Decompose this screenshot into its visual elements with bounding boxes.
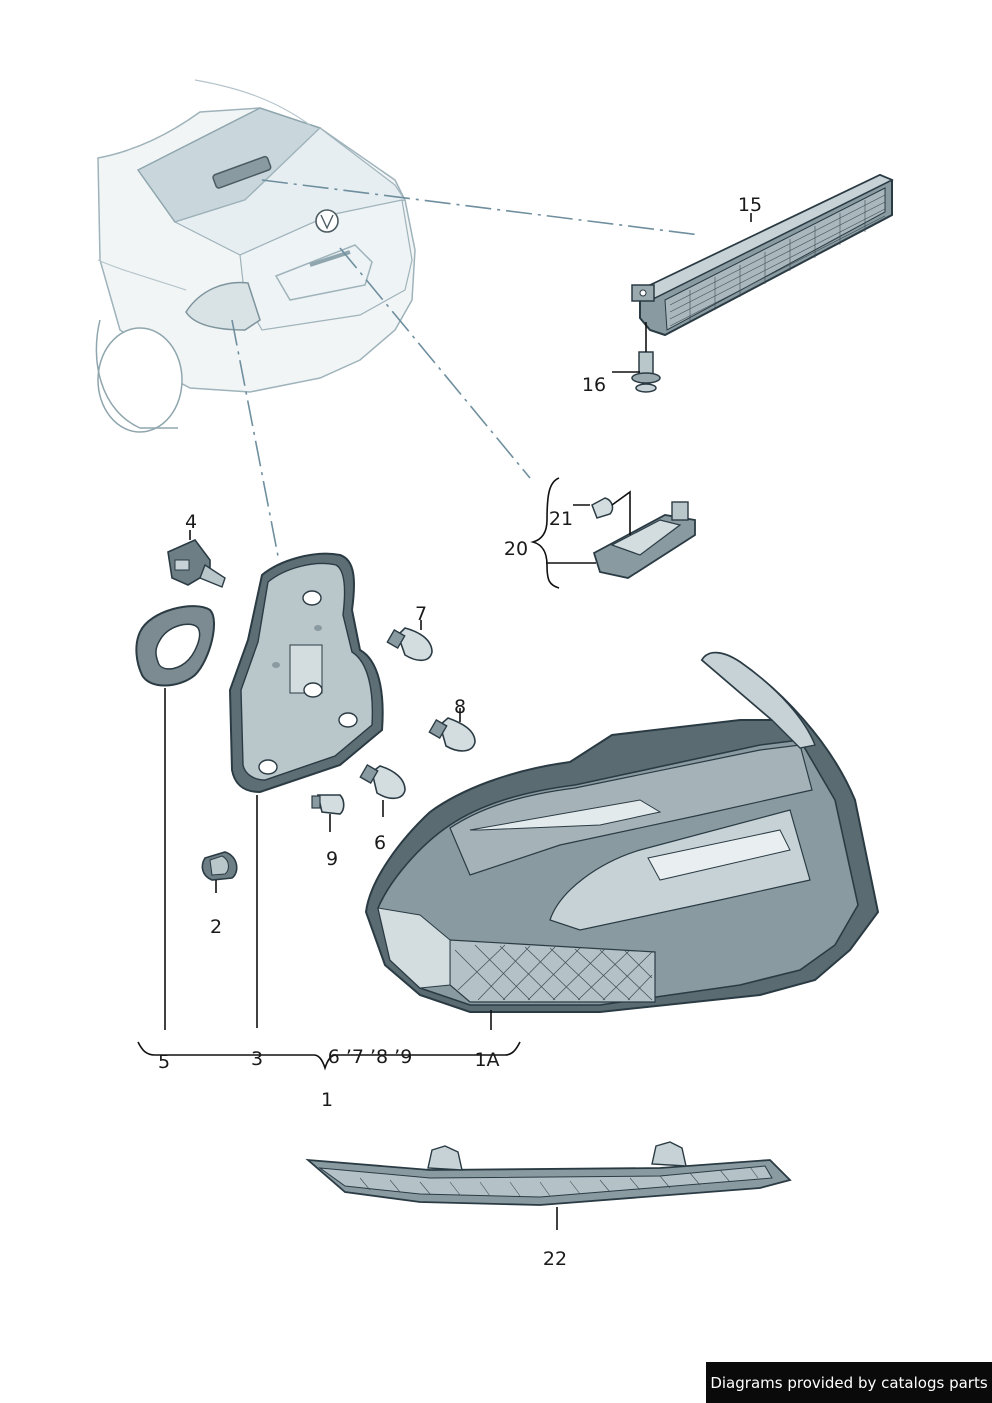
bulb-21 bbox=[591, 497, 614, 519]
label-15: 15 bbox=[738, 194, 762, 216]
reference-numbers: 15 16 4 21 20 7 8 6 9 2 5 3 6 ’7 ’8 ’9 1… bbox=[158, 194, 762, 1270]
license-plate-lamp-20 bbox=[592, 501, 696, 579]
label-22: 22 bbox=[543, 1248, 567, 1270]
tail-light-1A bbox=[364, 651, 880, 1013]
reflector-22 bbox=[305, 1141, 792, 1206]
bulb-6 bbox=[359, 763, 406, 800]
watermark-badge: Diagrams provided by catalogs parts bbox=[706, 1362, 992, 1403]
bulb-9 bbox=[311, 794, 345, 815]
label-20: 20 bbox=[504, 538, 528, 560]
label-4: 4 bbox=[185, 511, 197, 533]
bulb-carrier-3 bbox=[228, 552, 384, 794]
callout-lines bbox=[137, 213, 752, 1230]
clip-16 bbox=[631, 351, 661, 393]
label-1: 1 bbox=[321, 1089, 333, 1111]
label-5: 5 bbox=[158, 1051, 170, 1073]
label-16: 16 bbox=[582, 374, 606, 396]
label-2: 2 bbox=[210, 916, 222, 938]
label-6-7-8-9: 6 ’7 ’8 ’9 bbox=[328, 1046, 413, 1068]
bulb-socket-4 bbox=[167, 539, 226, 588]
plug-2 bbox=[201, 851, 238, 881]
bulb-8 bbox=[428, 717, 476, 752]
watermark-text: Diagrams provided by catalogs parts bbox=[710, 1373, 988, 1392]
leader-lines bbox=[231, 179, 701, 557]
label-8: 8 bbox=[454, 696, 466, 718]
label-7: 7 bbox=[415, 603, 427, 625]
label-3: 3 bbox=[251, 1048, 263, 1070]
label-9: 9 bbox=[326, 848, 338, 870]
bulb-7 bbox=[386, 627, 433, 662]
label-1A: 1A bbox=[474, 1049, 499, 1071]
car-rear-illustration bbox=[95, 79, 416, 433]
label-6: 6 bbox=[374, 832, 386, 854]
high-mounted-brake-light bbox=[631, 173, 894, 337]
gasket-5 bbox=[135, 605, 215, 687]
label-21: 21 bbox=[549, 508, 573, 530]
